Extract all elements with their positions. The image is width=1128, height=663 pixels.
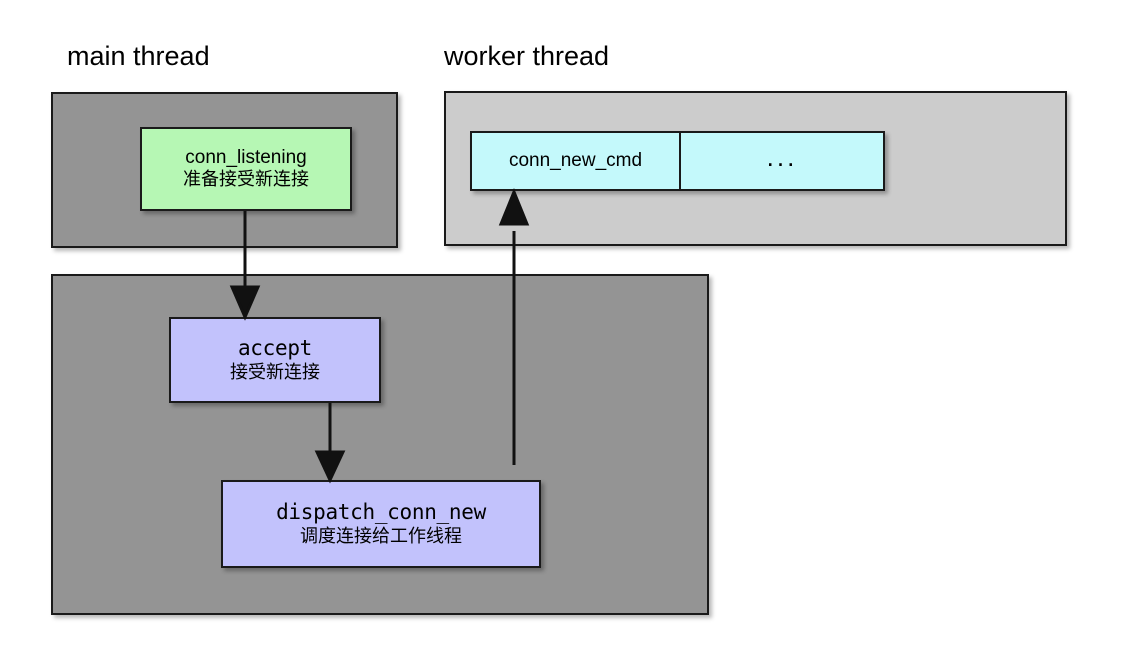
node-dispatch-conn-new-desc: 调度连接给工作线程 bbox=[300, 525, 462, 547]
node-conn-listening[interactable]: conn_listening 准备接受新连接 bbox=[140, 127, 352, 211]
node-conn-listening-desc: 准备接受新连接 bbox=[183, 169, 309, 191]
queue-cell-conn-new-cmd[interactable]: conn_new_cmd bbox=[472, 133, 681, 189]
node-accept[interactable]: accept 接受新连接 bbox=[169, 317, 381, 403]
queue-cell-ellipsis[interactable]: ... bbox=[766, 141, 798, 172]
node-accept-code: accept bbox=[237, 335, 313, 360]
lane-title-worker-thread: worker thread bbox=[444, 41, 610, 71]
worker-command-queue[interactable]: conn_new_cmd ... bbox=[470, 131, 885, 191]
node-dispatch-conn-new-code: dispatch_conn_new bbox=[276, 499, 486, 524]
lane-title-main-thread: main thread bbox=[67, 41, 210, 71]
node-conn-listening-code: conn_listening bbox=[185, 147, 307, 169]
node-dispatch-conn-new[interactable]: dispatch_conn_new 调度连接给工作线程 bbox=[221, 480, 541, 568]
node-accept-desc: 接受新连接 bbox=[230, 361, 320, 383]
